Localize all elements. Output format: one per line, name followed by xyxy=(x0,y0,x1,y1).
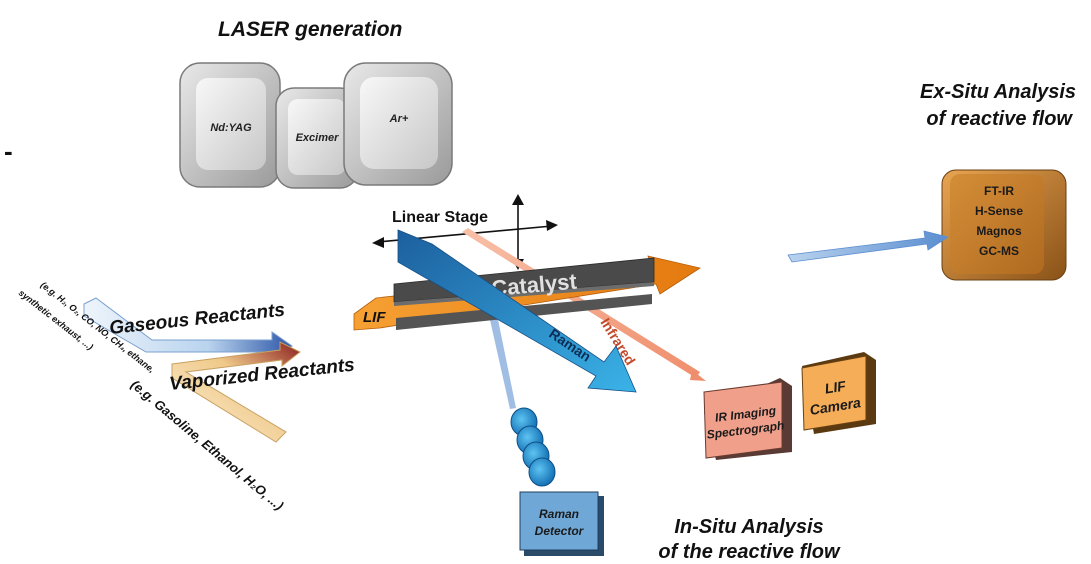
raman-detector-line1: Raman xyxy=(539,507,579,521)
raman-lens-stack xyxy=(510,407,556,487)
excimer-label: Excimer xyxy=(296,132,340,144)
ar-plus-label: Ar+ xyxy=(389,113,409,125)
ex-situ-ft-ir: FT-IR xyxy=(984,184,1014,198)
raman-scatter-beam xyxy=(486,300,516,409)
ex-situ-magnos: Magnos xyxy=(976,224,1022,238)
raman-detector-line2: Detector xyxy=(535,524,585,538)
gaseous-reactants-label: Gaseous Reactants xyxy=(108,300,286,339)
laser-key-ar-plus: Ar+ xyxy=(343,62,453,186)
lif-camera-line2: Camera xyxy=(809,394,862,418)
lif-camera: LIF Camera xyxy=(801,352,876,434)
lif-beam-label: LIF xyxy=(363,309,386,326)
nd-yag-label: Nd:YAG xyxy=(210,122,252,134)
laser-key-excimer: Excimer xyxy=(275,87,359,189)
raman-detector: Raman Detector xyxy=(519,491,604,556)
vaporized-reactants-pipe xyxy=(171,341,301,443)
in-situ-heading-line2: of the reactive flow xyxy=(658,541,841,563)
exhaust-flow-arrow xyxy=(787,230,949,263)
laser-key-nd-yag: Nd:YAG xyxy=(179,62,281,188)
lif-camera-line1: LIF xyxy=(824,377,848,396)
laser-generation-heading: LASER generation xyxy=(218,18,402,41)
ir-imaging-spectrograph: IR Imaging Spectrograph xyxy=(703,378,792,460)
gaseous-reactants-pipe xyxy=(83,297,293,361)
ex-situ-gc-ms: GC-MS xyxy=(979,244,1019,258)
linear-stage-label: Linear Stage xyxy=(392,209,488,226)
ex-situ-h-sense: H-Sense xyxy=(975,204,1023,218)
in-situ-heading-line1: In-Situ Analysis xyxy=(674,516,823,538)
dash-mark: - xyxy=(4,136,13,166)
ex-situ-heading-line2: of reactive flow xyxy=(926,108,1073,130)
ex-situ-analyzer-box: FT-IR H-Sense Magnos GC-MS xyxy=(941,169,1067,281)
ex-situ-heading-line1: Ex-Situ Analysis xyxy=(920,81,1076,103)
